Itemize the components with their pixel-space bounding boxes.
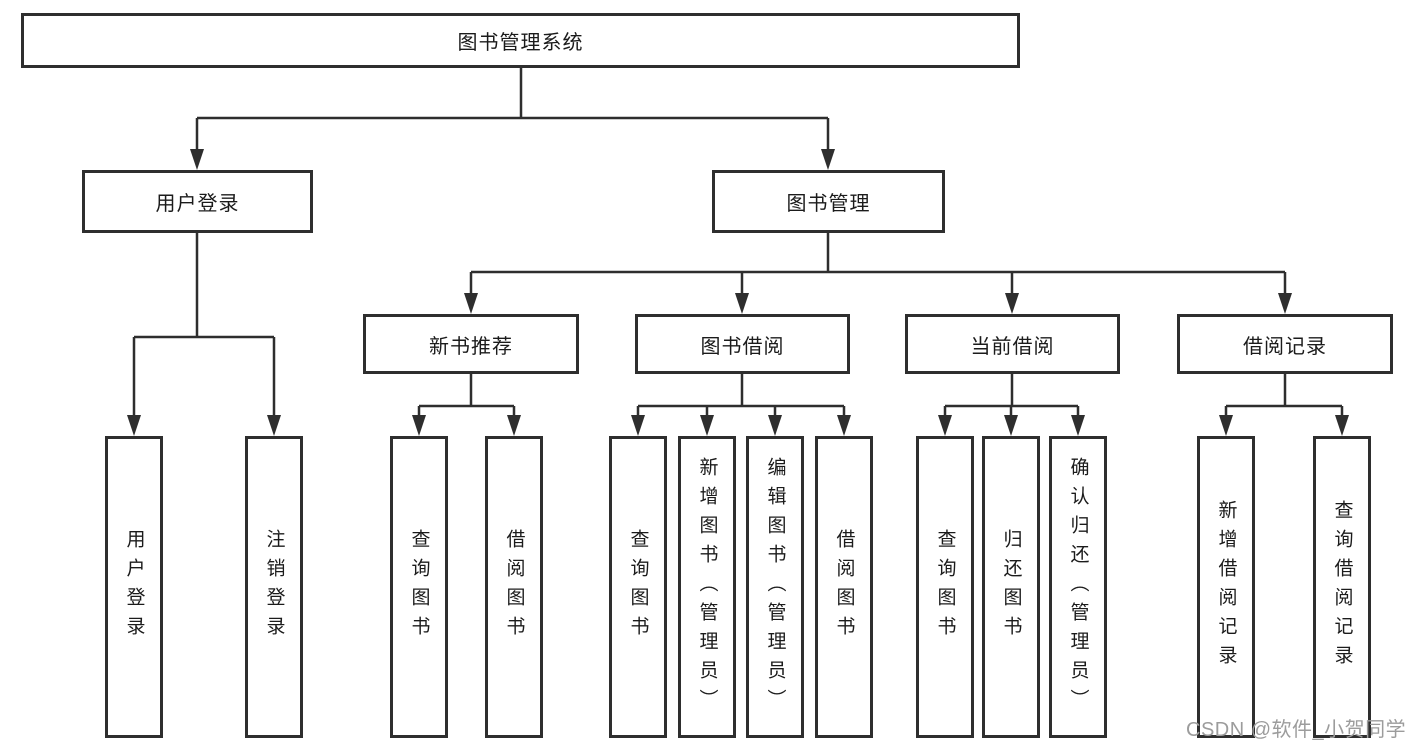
connector-root — [195, 68, 830, 150]
leaf-newbooks-query: 查询图书 — [390, 436, 448, 738]
leaf-records-query: 查询借阅记录 — [1313, 436, 1371, 738]
arrow-down-icon — [821, 149, 835, 170]
leaf-records-add: 新增借阅记录 — [1197, 436, 1255, 738]
leaf-label: 用户登录 — [123, 529, 145, 645]
leaf-label: 查询图书 — [408, 529, 430, 645]
arrow-down-icon — [631, 415, 645, 436]
connector-new-books — [417, 374, 516, 416]
watermark: CSDN @软件_小贺同学 — [1186, 719, 1405, 741]
arrow-down-icon — [267, 415, 281, 436]
arrow-down-icon — [938, 415, 952, 436]
leaf-label: 借阅图书 — [833, 529, 855, 645]
arrow-down-icon — [464, 293, 478, 314]
arrow-down-icon — [1335, 415, 1349, 436]
leaf-label: 新增图书（管理员） — [696, 456, 718, 718]
node-book-borrow: 图书借阅 — [635, 314, 850, 374]
arrow-down-icon — [127, 415, 141, 436]
leaf-label: 借阅图书 — [503, 529, 525, 645]
connector-current-borrow — [943, 374, 1080, 416]
node-root: 图书管理系统 — [21, 13, 1020, 68]
arrow-down-icon — [768, 415, 782, 436]
arrow-down-icon — [190, 149, 204, 170]
arrow-down-icon — [837, 415, 851, 436]
leaf-label: 新增借阅记录 — [1215, 500, 1237, 674]
leaf-logout: 注销登录 — [245, 436, 303, 738]
leaf-current-query: 查询图书 — [916, 436, 974, 738]
arrow-down-icon — [1005, 293, 1019, 314]
connector-borrow-records — [1224, 374, 1344, 416]
leaf-label: 查询借阅记录 — [1331, 500, 1353, 674]
leaf-label: 注销登录 — [263, 529, 285, 645]
leaf-borrow-query: 查询图书 — [609, 436, 667, 738]
node-book-mgmt: 图书管理 — [712, 170, 945, 233]
node-borrow-records: 借阅记录 — [1177, 314, 1393, 374]
leaf-current-confirm: 确认归还（管理员） — [1049, 436, 1107, 738]
leaf-label: 编辑图书（管理员） — [764, 456, 786, 718]
leaf-borrow-borrow: 借阅图书 — [815, 436, 873, 738]
node-new-books: 新书推荐 — [363, 314, 579, 374]
arrow-down-icon — [1071, 415, 1085, 436]
arrow-down-icon — [412, 415, 426, 436]
arrow-down-icon — [1219, 415, 1233, 436]
leaf-label: 查询图书 — [934, 529, 956, 645]
leaf-label: 归还图书 — [1000, 529, 1022, 645]
leaf-borrow-edit: 编辑图书（管理员） — [746, 436, 804, 738]
arrow-down-icon — [1278, 293, 1292, 314]
node-user-login: 用户登录 — [82, 170, 313, 233]
leaf-borrow-add: 新增图书（管理员） — [678, 436, 736, 738]
connector-book-borrow — [636, 374, 846, 416]
leaf-label: 查询图书 — [627, 529, 649, 645]
arrow-down-icon — [735, 293, 749, 314]
arrow-down-icon — [700, 415, 714, 436]
arrow-down-icon — [1004, 415, 1018, 436]
node-current-borrow: 当前借阅 — [905, 314, 1120, 374]
leaf-current-return: 归还图书 — [982, 436, 1040, 738]
leaf-user-login: 用户登录 — [105, 436, 163, 738]
connector-user-login — [132, 233, 276, 416]
arrow-down-icon — [507, 415, 521, 436]
connector-book-mgmt — [469, 233, 1287, 294]
leaf-label: 确认归还（管理员） — [1067, 456, 1089, 718]
leaf-newbooks-borrow: 借阅图书 — [485, 436, 543, 738]
